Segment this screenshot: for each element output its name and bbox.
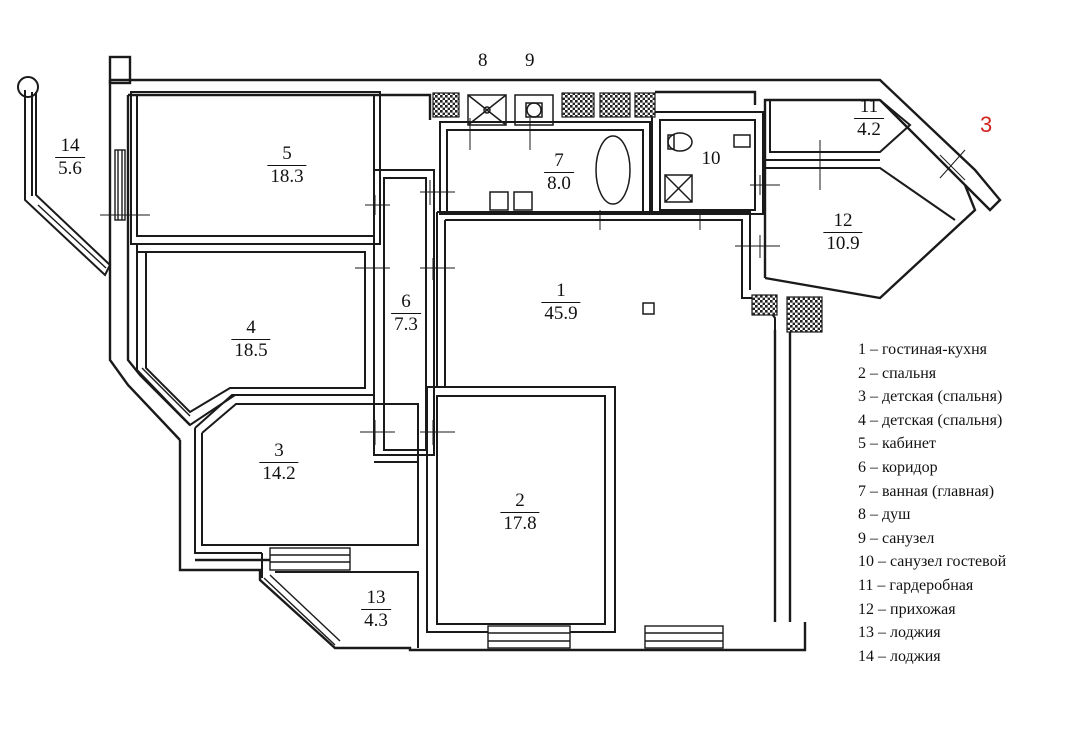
- legend-item: 6 – коридор: [858, 458, 938, 476]
- legend-item: 1 – гостиная-кухня: [858, 341, 988, 358]
- legend-item: 4 – детская (спальня): [858, 411, 1003, 429]
- room-legend: 1 – гостиная-кухня 2 – спальня 3 – детск…: [858, 338, 1006, 668]
- legend-item: 5 – кабинет: [858, 435, 936, 453]
- room-label-10: 10: [701, 148, 721, 169]
- interior-walls: [17, 76, 956, 648]
- legend-item: 10 – санузел гостевой: [858, 553, 1007, 571]
- windows: [37, 149, 724, 649]
- door-marks: [100, 118, 966, 445]
- legend-item: 11 – гардеробная: [858, 576, 974, 594]
- legend-item: 3 – детская (спальня): [858, 388, 1003, 406]
- ventilation-shafts: [432, 92, 823, 333]
- legend-item: 13 – лоджия: [858, 624, 941, 642]
- legend-item: 8 – душ: [858, 506, 911, 524]
- fixture-marker-8: 8: [478, 50, 488, 71]
- fixtures: [467, 94, 751, 315]
- legend-item: 14 – лоджия: [858, 647, 941, 665]
- legend-item: 9 – санузел: [858, 529, 935, 547]
- legend-item: 12 – прихожая: [858, 600, 956, 618]
- legend-item: 7 – ванная (главная): [858, 482, 995, 500]
- legend-item: 2 – спальня: [858, 364, 937, 382]
- fixture-marker-9: 9: [525, 50, 535, 71]
- entrance-marker: 3: [980, 112, 993, 137]
